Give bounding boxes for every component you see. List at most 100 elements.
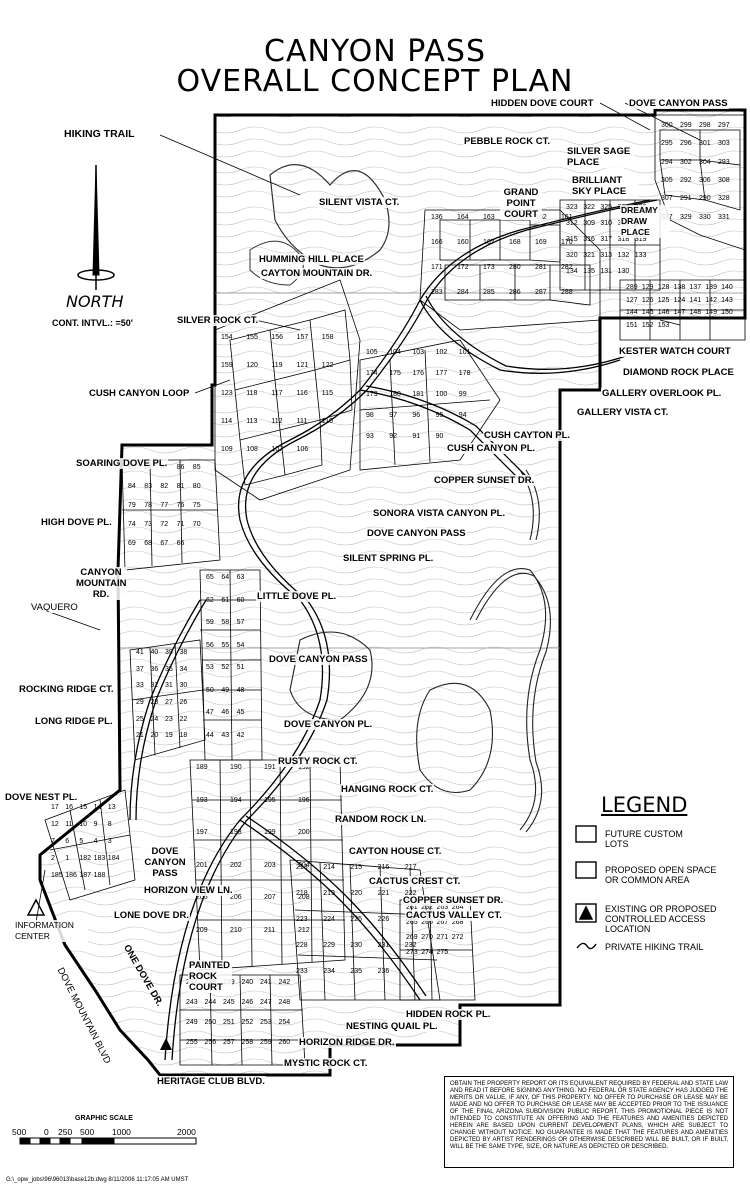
label-cayton-mountain-dr: CAYTON MOUNTAIN DR. bbox=[260, 268, 374, 279]
lot-number: 226 bbox=[377, 916, 390, 923]
label-silver-rock-ct: SILVER ROCK CT. bbox=[176, 315, 260, 326]
lot-number: 40 bbox=[150, 649, 159, 656]
label-horizon-ridge-dr: HORIZON RIDGE DR. bbox=[298, 1037, 396, 1048]
lot-number: 90 bbox=[435, 433, 444, 440]
lot-number: 118 bbox=[246, 390, 258, 397]
lot-number: 98 bbox=[366, 412, 374, 419]
lot-number: 58 bbox=[221, 619, 230, 626]
label-horizon-view-ln: HORIZON VIEW LN. bbox=[143, 885, 234, 896]
lot-number: 225 bbox=[350, 916, 363, 923]
lot-number: 127 bbox=[626, 296, 638, 304]
lot-number: 109 bbox=[221, 446, 233, 453]
label-gallery-vista-ct: GALLERY VISTA CT. bbox=[576, 407, 670, 418]
lot-number: 20 bbox=[150, 732, 159, 740]
lot-number: 204 bbox=[298, 861, 310, 869]
lot-number: 320 bbox=[566, 252, 578, 259]
lot-number: 223 bbox=[296, 916, 308, 923]
label-heritage-club-blvd: HERITAGE CLUB BLVD. bbox=[156, 1076, 266, 1087]
lot-number: 185 bbox=[51, 872, 63, 879]
lot-number: 228 bbox=[296, 942, 308, 949]
lot-number: 108 bbox=[246, 446, 258, 453]
lot-number: 72 bbox=[160, 521, 169, 528]
lot-number: 82 bbox=[160, 483, 169, 490]
lot-number: 104 bbox=[389, 349, 401, 356]
lot-number: 64 bbox=[221, 574, 230, 581]
lot-number: 63 bbox=[236, 574, 245, 581]
lot-number: 184 bbox=[107, 855, 120, 862]
lot-number: 164 bbox=[457, 214, 469, 221]
label-silent-spring-pl: SILENT SPRING PL. bbox=[342, 553, 435, 564]
lot-number: 244 bbox=[204, 999, 217, 1006]
lot-number: 189 bbox=[196, 764, 208, 771]
lot-number: 267 bbox=[436, 919, 449, 926]
lot-number: 23 bbox=[165, 715, 173, 723]
lot-number: 54 bbox=[236, 641, 245, 649]
legend-item-label: EXISTING OR PROPOSED CONTROLLED ACCESS L… bbox=[605, 904, 717, 934]
lot-number: 294 bbox=[661, 158, 673, 166]
lot-number: 74 bbox=[128, 521, 136, 528]
scale-tick: 500 bbox=[12, 1127, 27, 1137]
lot-number: 38 bbox=[179, 649, 188, 656]
lot-number: 49 bbox=[221, 686, 230, 694]
lot-number: 30 bbox=[179, 682, 188, 690]
label-brilliant-sky-place: BRILLIANT SKY PLACE bbox=[571, 175, 639, 197]
contour-interval: CONT. INTVL.: =50' bbox=[52, 318, 133, 328]
label-high-dove-pl: HIGH DOVE PL. bbox=[40, 517, 113, 528]
label-copper-sunset-dr: COPPER SUNSET DR. bbox=[433, 475, 536, 486]
label-cush-canyon-pl: CUSH CANYON PL. bbox=[446, 443, 537, 454]
lot-number: 216 bbox=[377, 864, 390, 871]
lot-number: 255 bbox=[186, 1039, 198, 1046]
label-dove-canyon-pl: DOVE CANYON PL. bbox=[283, 719, 374, 730]
lot-number: 168 bbox=[509, 239, 521, 246]
scale-tick: 500 bbox=[80, 1127, 95, 1137]
lot-number: 222 bbox=[404, 890, 417, 897]
lot-number: 221 bbox=[377, 890, 390, 897]
lot-number: 247 bbox=[260, 999, 272, 1006]
lot-number: 330 bbox=[699, 213, 711, 221]
lot-number: 224 bbox=[323, 916, 335, 923]
lot-number: 50 bbox=[206, 686, 214, 694]
lot-number: 240 bbox=[241, 979, 254, 986]
lot-number: 151 bbox=[626, 321, 638, 329]
lot-number: 275 bbox=[436, 949, 449, 956]
lot-number: 212 bbox=[298, 926, 310, 934]
lot-number: 304 bbox=[699, 158, 711, 166]
lot-number: 159 bbox=[221, 362, 233, 369]
lot-number: 97 bbox=[389, 412, 397, 419]
lot-number: 182 bbox=[79, 855, 92, 862]
lot-number: 313 bbox=[600, 252, 613, 259]
lot-number: 67 bbox=[160, 540, 169, 547]
lot-number: 150 bbox=[721, 309, 733, 316]
label-little-dove-pl: LITTLE DOVE PL. bbox=[256, 591, 338, 602]
lot-number: 100 bbox=[435, 391, 448, 398]
lot-number: 183 bbox=[93, 855, 106, 862]
lot-parcels bbox=[44, 114, 746, 1066]
lot-number: 11 bbox=[65, 821, 73, 828]
lot-number: 10 bbox=[79, 821, 88, 828]
lot-number: 258 bbox=[241, 1039, 254, 1046]
lot-number: 91 bbox=[412, 433, 421, 440]
lot-number: 195 bbox=[264, 796, 276, 804]
label-painted-rock-court: PAINTED ROCK COURT bbox=[188, 960, 232, 993]
lot-number: 291 bbox=[680, 195, 692, 203]
lot-number: 241 bbox=[260, 979, 272, 986]
lot-number: 77 bbox=[160, 502, 169, 509]
legend-title: LEGEND bbox=[601, 793, 688, 817]
lot-number: 163 bbox=[483, 214, 495, 221]
lot-number: 105 bbox=[366, 349, 378, 356]
lot-number: 68 bbox=[144, 540, 152, 547]
lot-number: 5 bbox=[79, 838, 84, 845]
scale-tick: 1000 bbox=[112, 1127, 131, 1137]
lot-number: 232 bbox=[404, 942, 417, 949]
label-cayton-house-ct: CAYTON HOUSE CT. bbox=[348, 846, 443, 857]
lot-number: 197 bbox=[196, 829, 208, 836]
lot-number: 144 bbox=[626, 309, 638, 316]
lot-number: 193 bbox=[196, 796, 208, 804]
lot-number: 252 bbox=[241, 1019, 254, 1026]
lot-number: 21 bbox=[136, 732, 144, 740]
disclaimer-box: OBTAIN THE PROPERTY REPORT OR ITS EQUIVA… bbox=[444, 1076, 734, 1168]
legend-item-label: PROPOSED OPEN SPACE OR COMMON AREA bbox=[605, 865, 717, 885]
lot-number: 84 bbox=[128, 483, 136, 490]
lot-number: 14 bbox=[93, 804, 102, 811]
lot-number: 36 bbox=[150, 665, 159, 673]
